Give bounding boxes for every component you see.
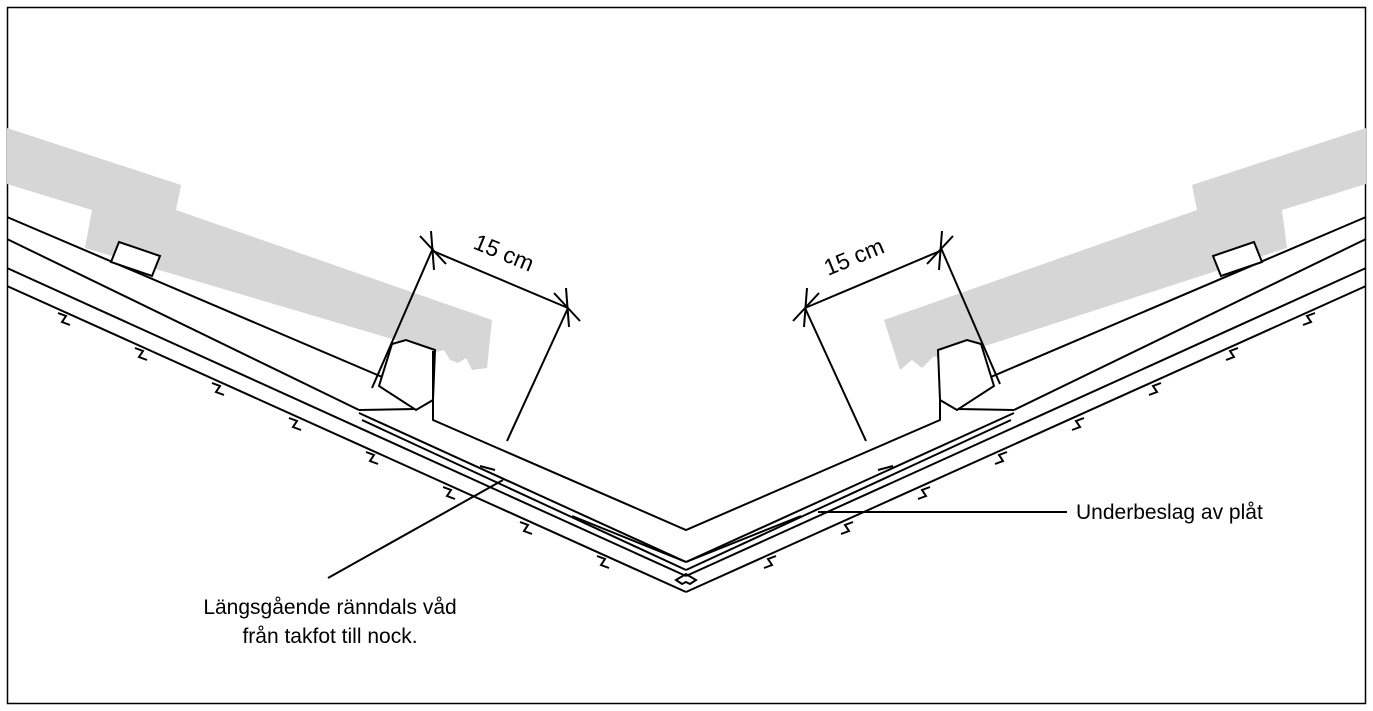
callout-valley-strip-line2: från takfot till nock. (242, 625, 417, 648)
roof-tile-right (884, 128, 1366, 370)
callout-valley-strip-line1: Längsgående ränndals våd (203, 596, 456, 619)
leader-line-valley-strip (327, 479, 504, 579)
board-joints-right (763, 312, 1316, 569)
right-roof-layers (685, 216, 1367, 593)
board-joints-left (57, 312, 610, 569)
dimension-right (792, 230, 1001, 442)
roof-tile-left (7, 128, 492, 370)
dimension-label-left: 15 cm (470, 229, 538, 277)
dimension-left (371, 230, 581, 442)
valley-joint-symbol (674, 572, 698, 586)
left-roof-layers (6, 216, 941, 593)
dimension-label-right: 15 cm (820, 233, 888, 281)
callout-underflashing: Underbeslag av plåt (1076, 501, 1263, 524)
diagram-frame (6, 6, 1367, 705)
